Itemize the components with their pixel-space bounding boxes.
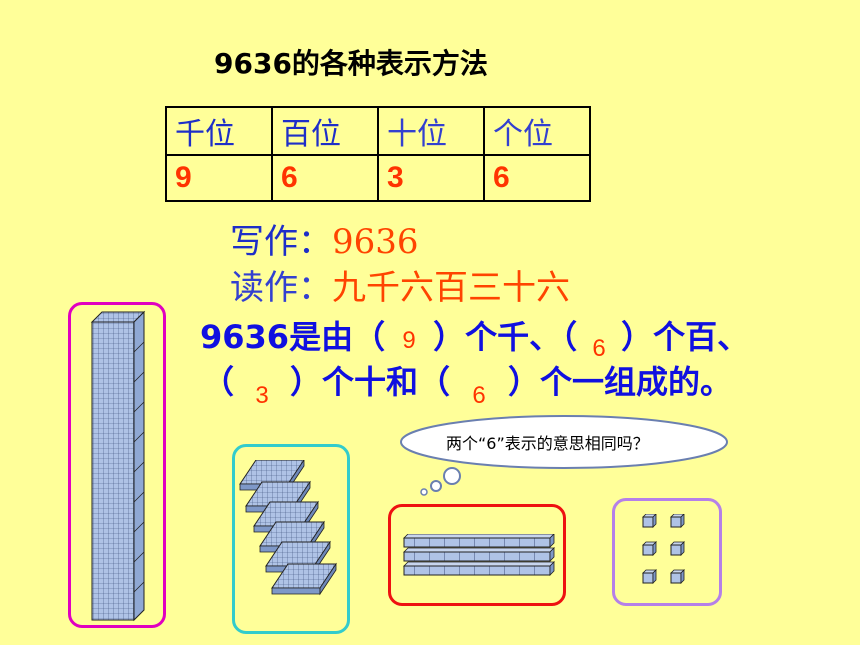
one-cubes-frame bbox=[612, 498, 722, 606]
ten-rods-icon bbox=[403, 534, 555, 576]
table-header-row: 千位 百位 十位 个位 bbox=[165, 106, 591, 156]
sentence-part3: ）个百、 bbox=[621, 318, 750, 356]
sentence-part6: ）个一组成的。 bbox=[508, 363, 733, 401]
answer-hundreds: 6 bbox=[592, 335, 606, 362]
answer-ones: 6 bbox=[472, 382, 486, 409]
read-value: 九千六百三十六 bbox=[332, 268, 570, 308]
place-value-table: 千位 百位 十位 个位 9 6 3 6 bbox=[165, 106, 591, 202]
one-cubes-icon bbox=[642, 514, 685, 584]
hundred-flats-icon bbox=[239, 460, 337, 595]
ten-rods-frame bbox=[388, 504, 566, 606]
thousand-block-icon bbox=[90, 310, 146, 622]
digit-tens: 3 bbox=[377, 154, 485, 202]
header-thousands: 千位 bbox=[165, 106, 273, 156]
thousand-block-frame bbox=[68, 302, 166, 628]
header-tens: 十位 bbox=[377, 106, 485, 156]
header-ones: 个位 bbox=[483, 106, 591, 156]
table-digit-row: 9 6 3 6 bbox=[165, 154, 591, 202]
composition-sentence-line1: 9636是由（ 9 ）个千、（ 6 ）个百、 bbox=[200, 312, 750, 362]
write-value: 9636 bbox=[332, 222, 419, 262]
sentence-part1: 9636是由（ bbox=[200, 318, 386, 356]
digit-ones: 6 bbox=[483, 154, 591, 202]
composition-sentence-line2: （ 3 ）个十和（ 6 ）个一组成的。 bbox=[202, 357, 733, 409]
digit-hundreds: 6 bbox=[271, 154, 379, 202]
sentence-part2: ）个千、（ bbox=[433, 318, 578, 356]
sentence-part5: ）个十和（ bbox=[290, 363, 451, 401]
header-hundreds: 百位 bbox=[271, 106, 379, 156]
digit-thousands: 9 bbox=[165, 154, 273, 202]
read-line: 读作：九千六百三十六 bbox=[230, 260, 570, 309]
write-label: 写作： bbox=[230, 222, 332, 262]
read-label: 读作： bbox=[230, 268, 332, 308]
answer-thousands: 9 bbox=[402, 327, 416, 354]
write-line: 写作：9636 bbox=[230, 214, 419, 263]
thought-bubble bbox=[400, 415, 728, 496]
sentence-part4: （ bbox=[202, 363, 235, 401]
page-title: 9636的各种表示方法 bbox=[214, 47, 488, 80]
answer-tens: 3 bbox=[255, 382, 269, 409]
bubble-question: 两个“6”表示的意思相同吗？ bbox=[446, 434, 649, 453]
hundred-flats-frame bbox=[232, 444, 350, 634]
